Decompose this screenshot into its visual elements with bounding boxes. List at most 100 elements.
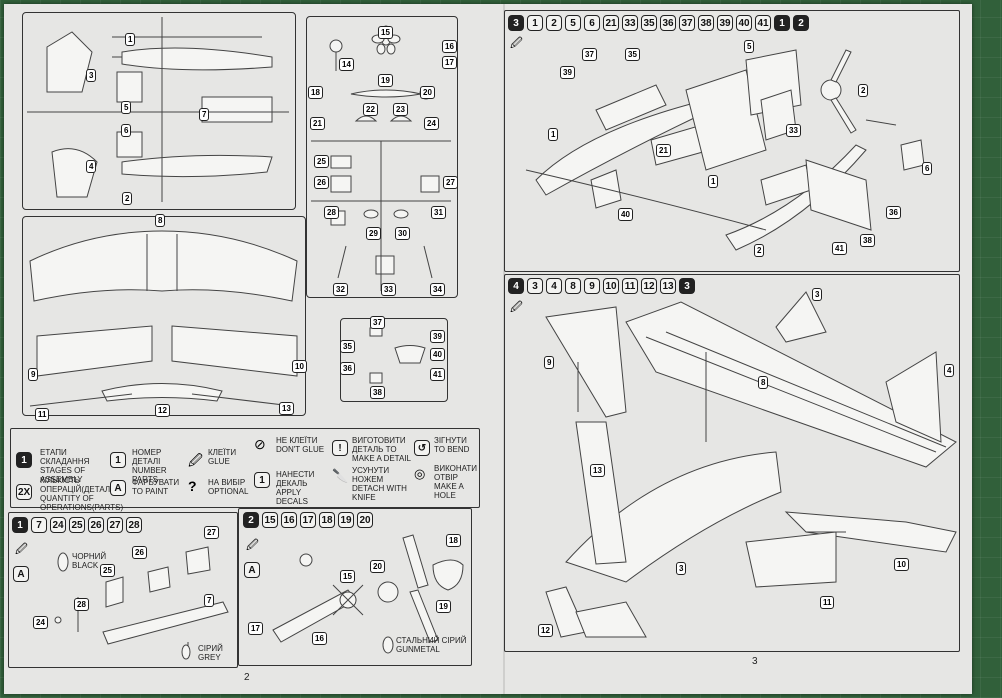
part-label: 19 <box>378 74 393 87</box>
part-label: 24 <box>33 616 48 629</box>
part-label: 14 <box>339 58 354 71</box>
legend-text: ЕТАПИ СКЛАДАННЯ STAGES OF ASSEMBLY <box>40 448 90 484</box>
part-label: 7 <box>204 594 215 607</box>
step4-drawing <box>545 291 957 638</box>
sequence-part: 33 <box>622 15 638 31</box>
part-label: 15 <box>378 26 393 39</box>
step3-frame <box>504 10 960 272</box>
part-number-icon: 1 <box>110 452 126 468</box>
sequence-part: 24 <box>50 517 66 533</box>
step4-frame <box>504 274 960 652</box>
paint-name-en: GUNMETAL <box>396 645 440 654</box>
sequence-part: 27 <box>107 517 123 533</box>
part-label: 28 <box>74 598 89 611</box>
part-label: 17 <box>248 622 263 635</box>
sequence-part: 21 <box>603 15 619 31</box>
part-label: 38 <box>370 386 385 399</box>
exclamation-icon: ! <box>332 440 348 456</box>
paint-name: ЧОРНИЙ <box>72 552 107 561</box>
part-label: 18 <box>446 534 461 547</box>
legend-text: ФАРБУВАТИ TO PAINT <box>132 478 180 496</box>
legend-text: КІЛЬКІСТЬ ОПЕРАЦІЙ(ДЕТАЛЕЙ) QUANTITY OF … <box>40 476 124 512</box>
part-label: 11 <box>35 408 50 421</box>
clear-sprue-drawing <box>369 327 426 384</box>
sequence-part: 18 <box>319 512 335 528</box>
part-label: 2 <box>122 192 133 205</box>
part-label: 9 <box>28 368 39 381</box>
sequence-part: 2 <box>546 15 562 31</box>
sequence-part: 15 <box>262 512 278 528</box>
legend-text: ВИКОНАТИ ОТВІР MAKE A HOLE <box>434 464 478 500</box>
sequence-part: 7 <box>31 517 47 533</box>
sequence-step: 3 <box>508 15 524 31</box>
sequence-part: 11 <box>622 278 638 294</box>
part-label: 13 <box>279 402 294 415</box>
part-label: 4 <box>86 160 97 173</box>
part-label: 5 <box>744 40 755 53</box>
part-label: 10 <box>894 558 909 571</box>
sprue-b-frame <box>306 16 458 298</box>
paint-name: СІРИЙ <box>198 644 223 653</box>
sequence-part: 37 <box>679 15 695 31</box>
sequence-part: 40 <box>736 15 752 31</box>
part-label: 12 <box>155 404 170 417</box>
part-label: 39 <box>560 66 575 79</box>
part-label: 2 <box>858 84 869 97</box>
part-label: 36 <box>886 206 901 219</box>
sequence-part: 10 <box>603 278 619 294</box>
sequence-part: 20 <box>357 512 373 528</box>
optional-icon: ? <box>188 478 197 494</box>
part-label: 8 <box>155 214 166 227</box>
part-label: 23 <box>393 103 408 116</box>
sequence-step: 1 <box>12 517 28 533</box>
sequence-part: 36 <box>660 15 676 31</box>
part-label: 3 <box>86 69 97 82</box>
part-label: 10 <box>292 360 307 373</box>
sequence-part: 25 <box>69 517 85 533</box>
sequence-step: 2 <box>243 512 259 528</box>
part-label: 20 <box>370 560 385 573</box>
legend-text: НОМЕР ДЕТАЛІ NUMBER PARTS <box>132 448 167 484</box>
page-number-right: 3 <box>752 656 758 667</box>
part-label: 31 <box>431 206 446 219</box>
part-label: 33 <box>381 283 396 296</box>
legend-text: КЛЕЇТИ GLUE <box>208 448 237 466</box>
legend-text: НЕ КЛЕЇТИ DON'T GLUE <box>276 436 325 454</box>
part-label: 1 <box>708 175 719 188</box>
part-label: 12 <box>538 624 553 637</box>
legend-text: ВИГОТОВИТИ ДЕТАЛЬ TO MAKE A DETAIL <box>352 436 411 463</box>
sequence-part: 41 <box>755 15 771 31</box>
part-label: 30 <box>395 227 410 240</box>
part-label: 15 <box>340 570 355 583</box>
part-label: 19 <box>436 600 451 613</box>
sequence-part: 12 <box>641 278 657 294</box>
sequence-sub: 1 <box>774 15 790 31</box>
sprue-a-frame <box>22 12 296 210</box>
part-label: 6 <box>121 124 132 137</box>
part-label: 4 <box>944 364 955 377</box>
part-label: 21 <box>656 144 671 157</box>
part-label: 1 <box>125 33 136 46</box>
bend-icon: ↺ <box>414 440 430 456</box>
legend-text: ЗІГНУТИ TO BEND <box>434 436 470 454</box>
paint-name-en: GREY <box>198 653 221 662</box>
part-label: 41 <box>430 368 445 381</box>
paint-name-en: BLACK <box>72 561 99 570</box>
step2-frame <box>238 508 472 666</box>
sequence-part: 6 <box>584 15 600 31</box>
part-label: 9 <box>544 356 555 369</box>
sequence-part: 39 <box>717 15 733 31</box>
quantity-icon: 2X <box>16 484 33 500</box>
sequence-part: 28 <box>126 517 142 533</box>
step3-drawing <box>525 49 925 251</box>
sequence-part: 19 <box>338 512 354 528</box>
part-label: 33 <box>786 124 801 137</box>
part-label: 11 <box>820 596 835 609</box>
glue-icon: 🖉 <box>246 538 259 552</box>
paint-icon: A <box>13 566 29 582</box>
sequence-step: 4 <box>508 278 524 294</box>
sequence-part: 38 <box>698 15 714 31</box>
step2-sequence: 2 15 16 17 18 19 20 <box>243 512 375 528</box>
step2-drawing <box>272 534 464 654</box>
part-label: 18 <box>308 86 323 99</box>
